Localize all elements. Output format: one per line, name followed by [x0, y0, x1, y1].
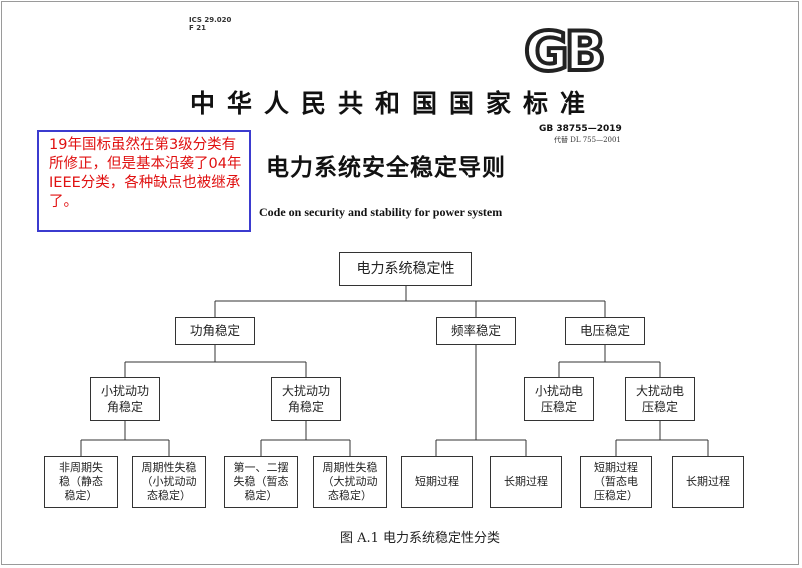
node-frequency-long: 长期过程	[490, 456, 562, 508]
node-label: 大扰动电压稳定	[636, 384, 685, 414]
document-title: 电力系统安全稳定导则	[266, 155, 506, 181]
node-voltage-small: 小扰动电压稳定	[524, 377, 594, 421]
figure-caption: 图 A.1 电力系统稳定性分类	[340, 531, 501, 546]
node-label: 周期性失稳（大扰动动态稳定）	[322, 461, 378, 502]
class-code: F 21	[189, 24, 206, 32]
node-voltage-short: 短期过程（暂态电压稳定）	[580, 456, 652, 508]
node-label: 小扰动功角稳定	[101, 384, 150, 414]
node-angle-small-periodic: 周期性失稳（小扰动动态稳定）	[132, 456, 206, 508]
document-subtitle: Code on security and stability for power…	[259, 205, 503, 219]
node-angle-small-aperiodic: 非周期失稳（静态稳定）	[44, 456, 118, 508]
gb-logo: GB	[522, 22, 608, 78]
node-frequency-short: 短期过程	[401, 456, 473, 508]
node-label: 周期性失稳（小扰动动态稳定）	[141, 461, 197, 502]
ics-code: ICS 29.020	[189, 16, 232, 24]
node-label: 第一、二摆失稳（暂态稳定）	[233, 461, 289, 502]
node-voltage-stability: 电压稳定	[565, 317, 645, 345]
replaces-note: 代替 DL 755—2001	[554, 136, 621, 144]
node-label: 功角稳定	[189, 323, 240, 338]
node-angle-large: 大扰动功角稳定	[271, 377, 341, 421]
ics-code-block: ICS 29.020 F 21	[189, 16, 231, 32]
node-label: 电压稳定	[579, 323, 630, 338]
node-label: 小扰动电压稳定	[535, 384, 584, 414]
node-label: 大扰动功角稳定	[282, 384, 331, 414]
annotation-box: 19年国标虽然在第3级分类有所修正，但是基本沿袭了04年IEEE分类，各种缺点也…	[37, 130, 251, 232]
node-label: 非周期失稳（静态稳定）	[59, 461, 103, 502]
node-frequency-stability: 频率稳定	[436, 317, 516, 345]
node-angle-stability: 功角稳定	[175, 317, 255, 345]
node-label: 频率稳定	[450, 323, 501, 338]
node-angle-large-first-swing: 第一、二摆失稳（暂态稳定）	[224, 456, 298, 508]
node-angle-small: 小扰动功角稳定	[90, 377, 160, 421]
node-label: 长期过程	[504, 475, 548, 488]
standard-number: GB 38755—2019	[539, 124, 622, 134]
node-voltage-large: 大扰动电压稳定	[625, 377, 695, 421]
node-label: 短期过程	[415, 475, 459, 488]
node-label: 电力系统稳定性	[356, 261, 455, 277]
gb-logo-text: GB	[524, 22, 602, 78]
annotation-text: 19年国标虽然在第3级分类有所修正，但是基本沿袭了04年IEEE分类，各种缺点也…	[49, 137, 242, 210]
node-label: 长期过程	[686, 475, 730, 488]
standard-title: 中华人民共和国国家标准	[190, 89, 598, 118]
node-voltage-long: 长期过程	[672, 456, 744, 508]
node-angle-large-periodic: 周期性失稳（大扰动动态稳定）	[313, 456, 387, 508]
node-root: 电力系统稳定性	[339, 252, 472, 286]
node-label: 短期过程（暂态电压稳定）	[594, 461, 638, 502]
